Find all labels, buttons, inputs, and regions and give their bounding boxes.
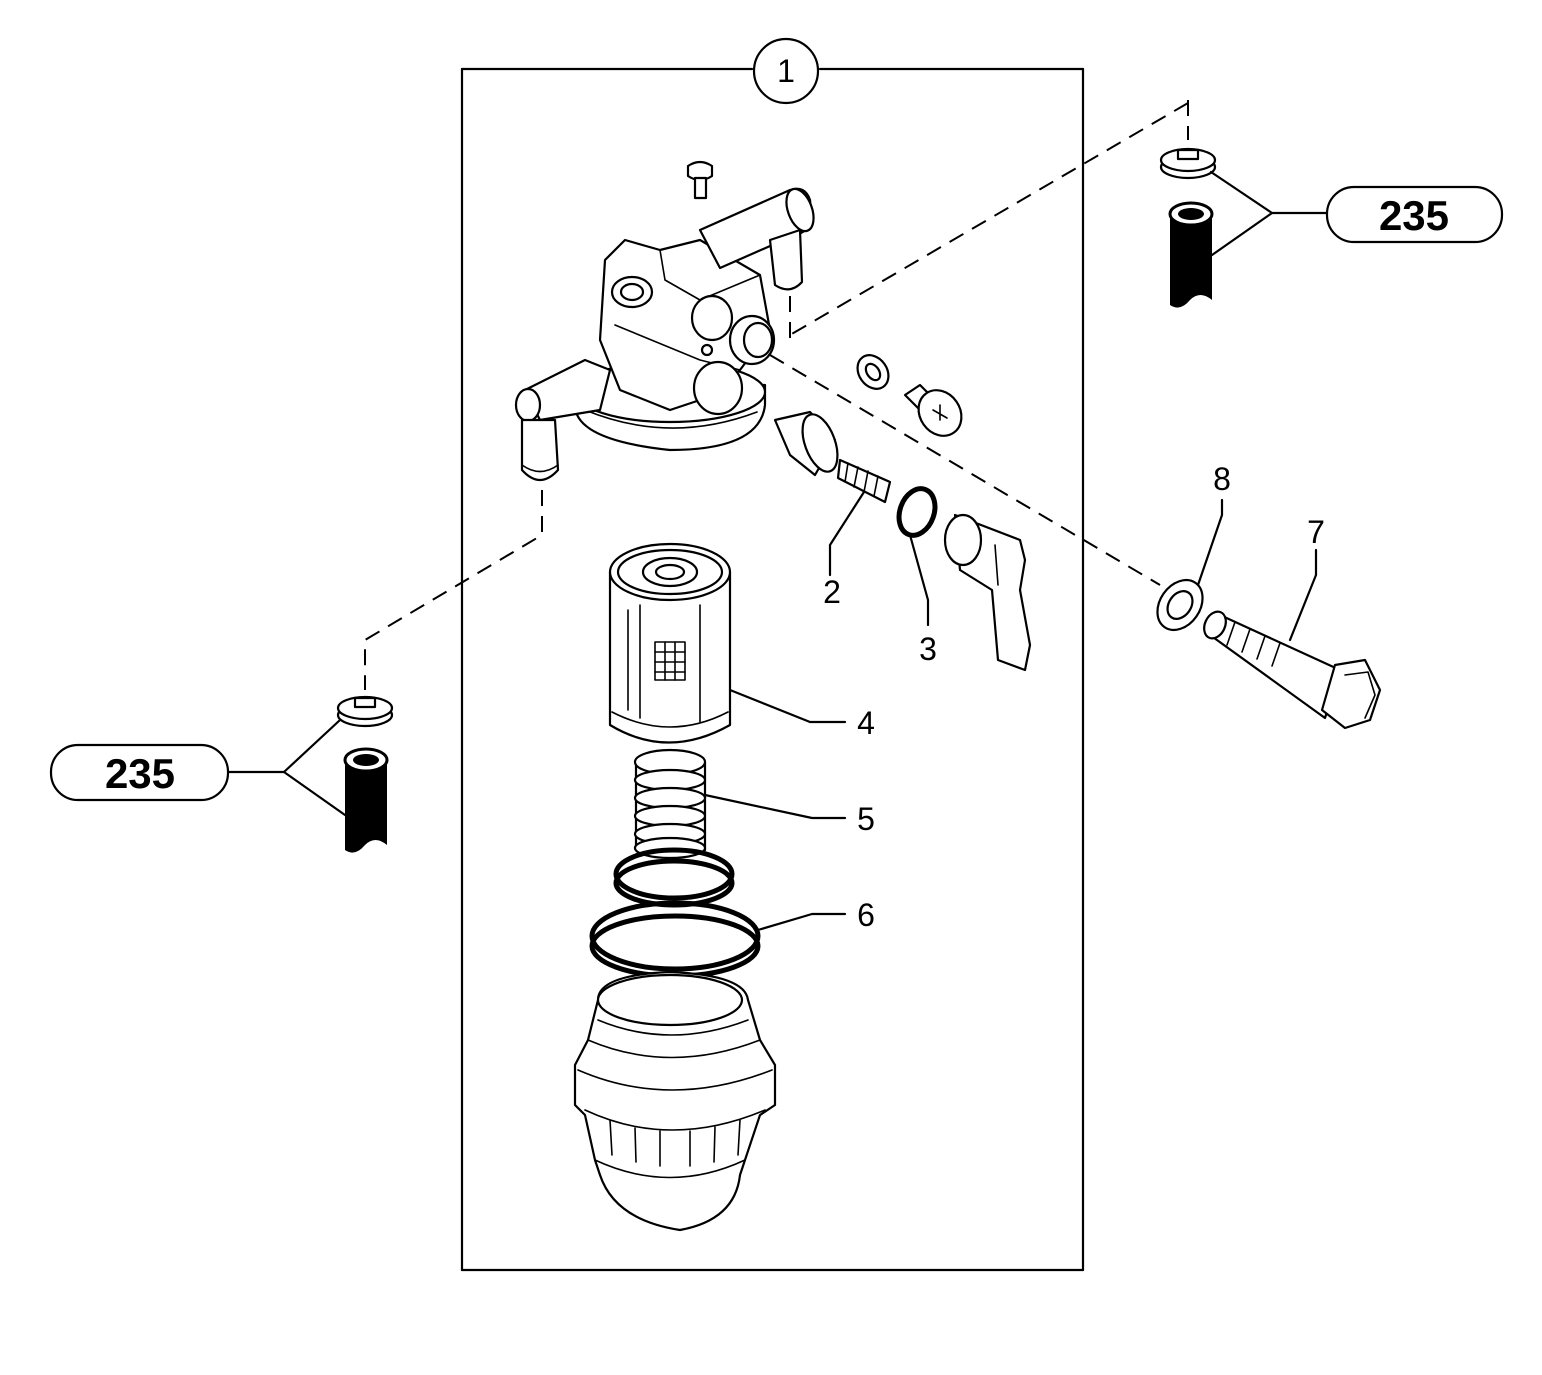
assembly-number: 1 [777, 53, 795, 89]
head-washer[interactable] [851, 349, 895, 395]
callout-3-label: 3 [919, 631, 937, 667]
reference-235-lower-badge[interactable]: 235 [49, 743, 230, 802]
valve-lever[interactable] [943, 513, 1032, 672]
callout-2-label: 2 [823, 574, 841, 610]
reference-235-upper-leader [1209, 170, 1329, 257]
fuel-hose-upper[interactable] [1168, 201, 1214, 308]
part-7-bolt[interactable]: 7 [1200, 514, 1382, 730]
valve-plug[interactable] [773, 410, 844, 477]
filter-head[interactable] [514, 185, 819, 482]
callout-4-label: 4 [857, 705, 875, 741]
reference-235-lower-leader [226, 718, 347, 817]
hose-clamp-upper[interactable] [1159, 147, 1217, 180]
part-3-o-ring[interactable]: 3 [893, 484, 941, 667]
part-8-washer[interactable]: 8 [1148, 461, 1231, 639]
reference-235-upper-badge[interactable]: 235 [1325, 185, 1504, 244]
assembly-frame [460, 67, 1085, 1272]
assembly-number-badge[interactable]: 1 [752, 37, 820, 105]
part-6-seal-rings[interactable]: 6 [589, 847, 875, 979]
part-5-spring[interactable]: 5 [633, 748, 875, 860]
reference-235-lower: 235 [105, 750, 175, 797]
head-screw[interactable] [903, 382, 970, 444]
callout-7-label: 7 [1307, 514, 1325, 550]
mesh-icon [654, 641, 686, 681]
callout-8-label: 8 [1213, 461, 1231, 497]
part-2-spring[interactable]: 2 [823, 458, 892, 610]
filter-bowl[interactable] [573, 970, 777, 1232]
part-4-filter-element[interactable]: 4 [608, 542, 875, 744]
callout-5-label: 5 [857, 801, 875, 837]
reference-235-upper: 235 [1379, 192, 1449, 239]
dashed-guide-lines [364, 100, 1189, 690]
bleed-screw[interactable] [686, 160, 714, 200]
hose-clamp-lower[interactable] [336, 695, 394, 728]
callout-6-label: 6 [857, 897, 875, 933]
fuel-hose-lower[interactable] [343, 747, 389, 853]
